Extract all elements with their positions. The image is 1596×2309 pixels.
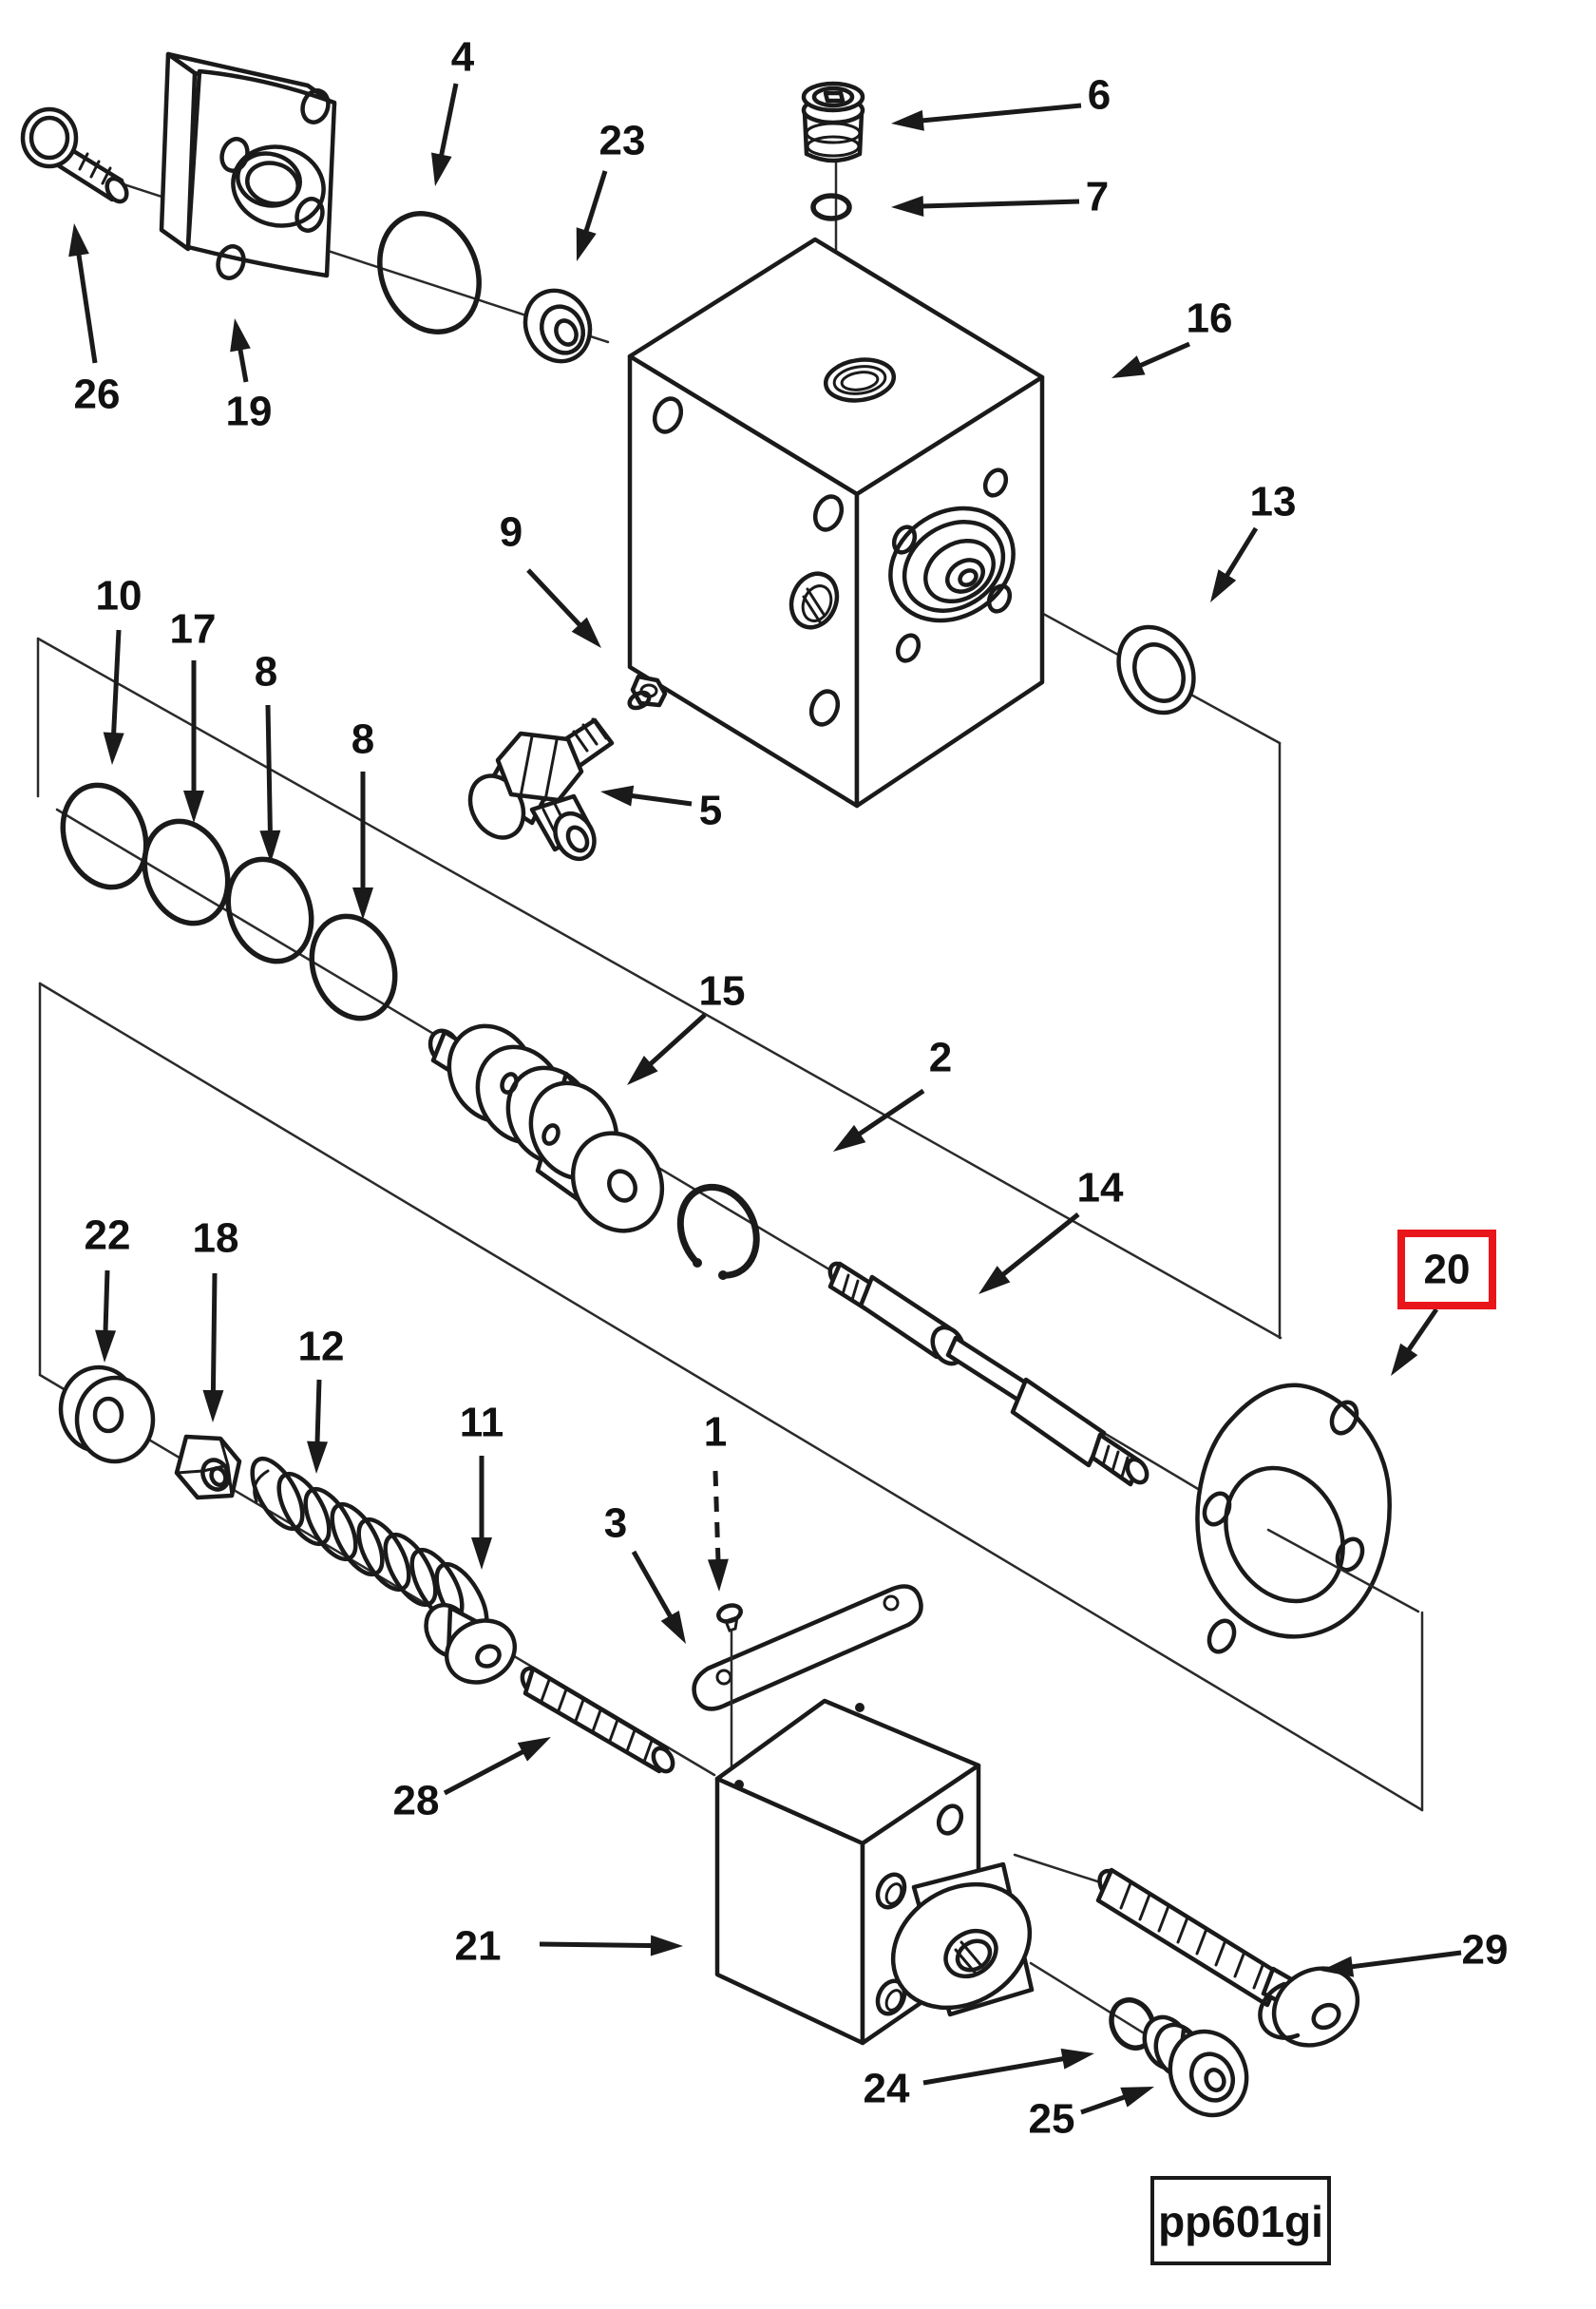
svg-text:3: 3 <box>604 1500 627 1547</box>
svg-text:23: 23 <box>599 118 646 164</box>
part-9-nut <box>627 674 668 711</box>
svg-text:14: 14 <box>1077 1165 1124 1212</box>
svg-text:8: 8 <box>352 716 374 763</box>
callout-23-3: 23 <box>576 118 646 261</box>
callout-16-6: 16 <box>1112 296 1233 378</box>
svg-text:12: 12 <box>298 1324 345 1370</box>
svg-text:5: 5 <box>699 788 722 834</box>
callout-13-7: 13 <box>1210 479 1297 602</box>
callout-5-9: 5 <box>600 785 722 834</box>
callout-11-21: 11 <box>460 1400 504 1570</box>
part-11-cap <box>424 1602 518 1685</box>
callout-3-22: 3 <box>604 1500 686 1644</box>
svg-text:18: 18 <box>193 1215 239 1262</box>
svg-text:29: 29 <box>1462 1927 1509 1974</box>
svg-text:10: 10 <box>96 573 142 620</box>
part-3-screw <box>716 1603 743 1784</box>
svg-text:4: 4 <box>451 34 475 81</box>
svg-text:13: 13 <box>1250 479 1297 525</box>
callout-1-23: 1 <box>704 1409 729 1592</box>
svg-text:26: 26 <box>74 372 121 418</box>
callout-10-10: 10 <box>96 573 142 765</box>
svg-text:17: 17 <box>170 606 217 653</box>
callout-12-20: 12 <box>298 1324 345 1474</box>
section-plane-lines <box>36 637 1424 1812</box>
callout-14-16: 14 <box>978 1165 1124 1294</box>
part-17-oring <box>142 818 231 926</box>
part-23-seal <box>522 288 593 364</box>
callout-9-8: 9 <box>500 509 601 648</box>
part-20-gasket <box>1195 1383 1420 1654</box>
svg-text:6: 6 <box>1088 72 1111 119</box>
svg-text:2: 2 <box>929 1035 952 1081</box>
svg-text:24: 24 <box>864 2066 910 2112</box>
callout-6-4: 6 <box>891 72 1111 131</box>
part-14-shaft <box>827 1261 1150 1487</box>
svg-text:20: 20 <box>1424 1247 1471 1293</box>
part-29-bolt <box>1095 1867 1360 2048</box>
svg-text:28: 28 <box>393 1778 440 1824</box>
part-2-snap-ring <box>676 1183 760 1280</box>
callout-29-26: 29 <box>1320 1927 1508 1977</box>
callout-22-18: 22 <box>85 1212 131 1363</box>
callout-8-12: 8 <box>255 649 281 863</box>
part-6-plug <box>801 81 865 163</box>
callout-19-1: 19 <box>226 318 273 435</box>
part-7-oring <box>810 193 852 221</box>
part-15-spool <box>428 1023 665 1233</box>
svg-text:25: 25 <box>1029 2096 1075 2143</box>
part-8a-oring <box>225 856 314 964</box>
part-8b-oring <box>309 913 398 1021</box>
part-26-bolt <box>20 106 129 204</box>
part-1-strap <box>692 1584 923 1711</box>
part-22-washer <box>58 1364 156 1464</box>
callout-2-15: 2 <box>833 1035 952 1152</box>
callout-26-0: 26 <box>68 223 120 418</box>
part-10-oring <box>60 782 149 890</box>
callouts-layer: 26 19 4 23 6 7 16 13 9 5 10 17 8 8 15 2 14 20 22 18 12 11 3 1 28… <box>68 34 1508 2143</box>
svg-text:8: 8 <box>255 649 277 696</box>
svg-text:16: 16 <box>1187 296 1233 342</box>
callout-28-24: 28 <box>393 1737 551 1824</box>
part-24-oring <box>1109 1997 1156 2051</box>
part-13-seal <box>1116 624 1196 716</box>
part-5-elbow-fitting <box>467 717 615 862</box>
callout-8-13: 8 <box>352 716 374 920</box>
part-21-block <box>714 1698 1035 2046</box>
part-25-plug <box>1142 2014 1249 2118</box>
callout-15-14: 15 <box>627 968 746 1085</box>
callout-25-28: 25 <box>1029 2087 1154 2143</box>
callout-21-25: 21 <box>455 1923 683 1970</box>
callout-17-11: 17 <box>170 606 217 823</box>
callout-24-27: 24 <box>864 2048 1094 2112</box>
svg-text:15: 15 <box>699 968 746 1015</box>
callout-4-2: 4 <box>431 34 475 186</box>
callout-18-19: 18 <box>193 1215 239 1422</box>
part-16-valve-body <box>627 237 1045 809</box>
svg-text:1: 1 <box>704 1409 727 1456</box>
svg-text:11: 11 <box>460 1400 504 1446</box>
part-4-oring <box>377 211 482 334</box>
svg-text:9: 9 <box>500 509 522 556</box>
svg-text:19: 19 <box>226 389 273 435</box>
svg-text:7: 7 <box>1086 174 1109 220</box>
callout-20-17: 20 <box>1391 1230 1496 1376</box>
figure-code: pp601gi <box>1158 2197 1323 2246</box>
part-19-flange <box>159 51 337 280</box>
callout-7-5: 7 <box>891 174 1109 220</box>
part-18-nut <box>174 1434 242 1500</box>
part-28-stud <box>520 1666 675 1774</box>
svg-text:21: 21 <box>455 1923 502 1970</box>
figure-code-box: pp601gi <box>1150 2176 1331 2265</box>
svg-text:22: 22 <box>85 1212 131 1259</box>
